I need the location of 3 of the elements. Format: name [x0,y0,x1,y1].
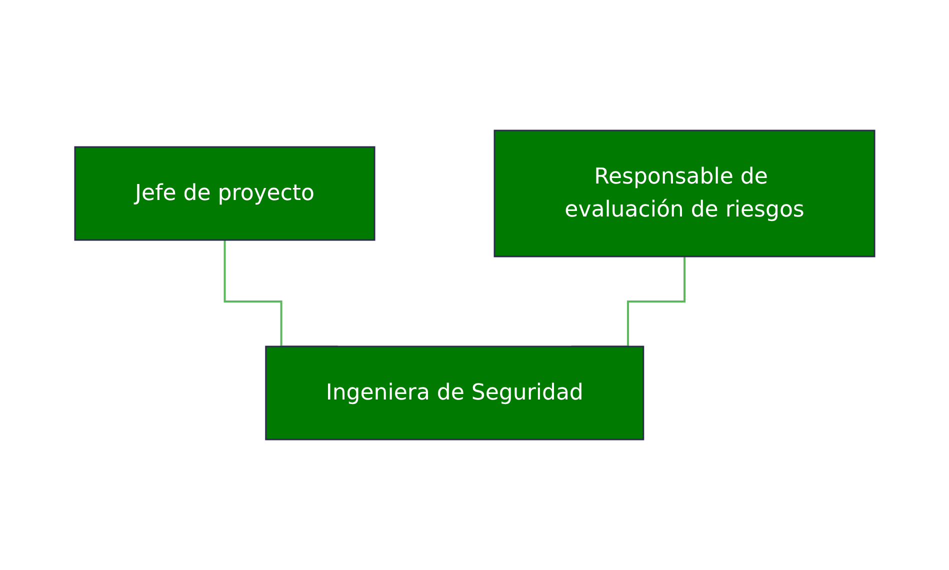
node-box: Responsable de evaluación de riesgos [494,130,875,258]
node-box: Jefe de proyecto [74,146,375,241]
node-box: Ingeniera de Seguridad [264,346,644,440]
